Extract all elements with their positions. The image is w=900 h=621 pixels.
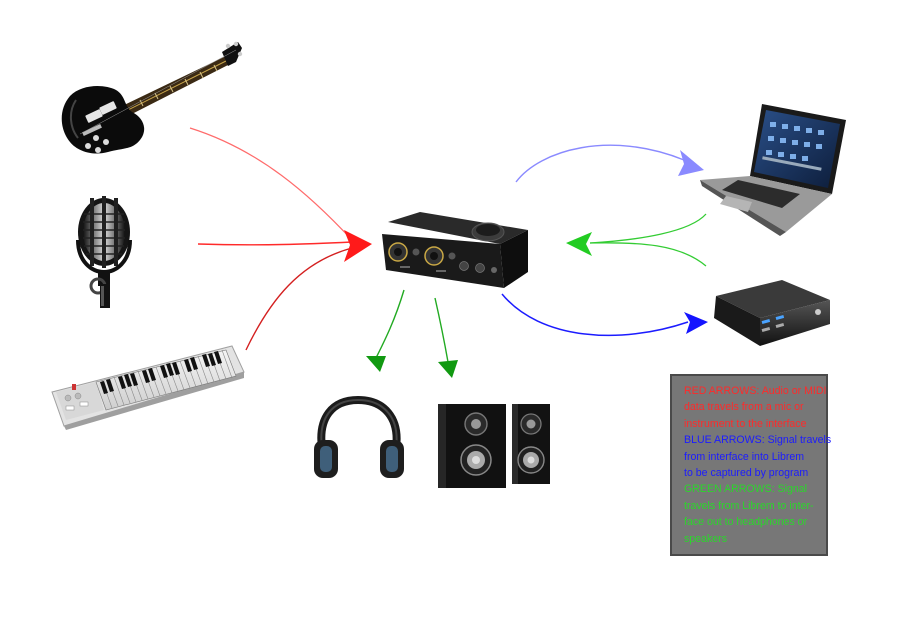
legend-red-line-3: instrument to the interface xyxy=(684,417,807,430)
legend-green-line-2: travels from Librem to inter- xyxy=(684,499,814,512)
interface-to-pc-arrow xyxy=(501,293,689,337)
legend-red-line-1: RED ARROWS: Audio or MIDI xyxy=(684,385,827,397)
guitar-to-interface-arrow xyxy=(189,127,353,241)
laptop-arrowhead xyxy=(678,150,704,176)
keyboard-to-interface-arrow xyxy=(245,247,353,351)
green-arrows xyxy=(366,213,707,378)
legend-blue-line-2: from interface into Librem xyxy=(684,450,805,463)
legend-green-line-4: speakers xyxy=(684,532,727,545)
interface-to-headphones-arrow xyxy=(375,289,405,359)
midi-keyboard-icon xyxy=(51,345,245,430)
laptop-to-interface-arrow xyxy=(589,213,707,244)
headphones-arrowhead xyxy=(366,356,386,372)
green-arrowhead xyxy=(566,232,592,256)
microphone-icon xyxy=(76,196,132,308)
electric-guitar-icon xyxy=(61,41,243,154)
blue-arrows xyxy=(501,144,708,337)
interface-to-speakers-arrow xyxy=(434,297,449,363)
mic-to-interface-arrow xyxy=(197,241,353,246)
studio-monitors-icon xyxy=(438,404,550,488)
red-arrowhead xyxy=(344,230,372,262)
interface-to-laptop-arrow xyxy=(515,144,685,183)
headphones-icon xyxy=(314,395,404,478)
audio-interface-icon xyxy=(382,212,528,288)
legend-box: RED ARROWS: Audio or MIDI data travels f… xyxy=(670,374,832,556)
speakers-arrowhead xyxy=(438,360,458,378)
legend-green-line-1: GREEN ARROWS: Signal xyxy=(684,483,808,496)
pc-arrowhead xyxy=(684,312,708,334)
legend-green-line-3: face out to headphones or xyxy=(684,516,808,529)
laptop-icon xyxy=(700,104,846,236)
legend-blue-line-3: to be captured by program xyxy=(684,467,809,480)
red-arrows xyxy=(189,127,372,351)
pc-to-interface-arrow xyxy=(589,242,707,267)
legend-red-line-2: data travels from a mic or xyxy=(684,401,804,414)
legend-blue-line-1: BLUE ARROWS: Signal travels xyxy=(684,434,832,447)
mini-pc-icon xyxy=(714,280,830,346)
